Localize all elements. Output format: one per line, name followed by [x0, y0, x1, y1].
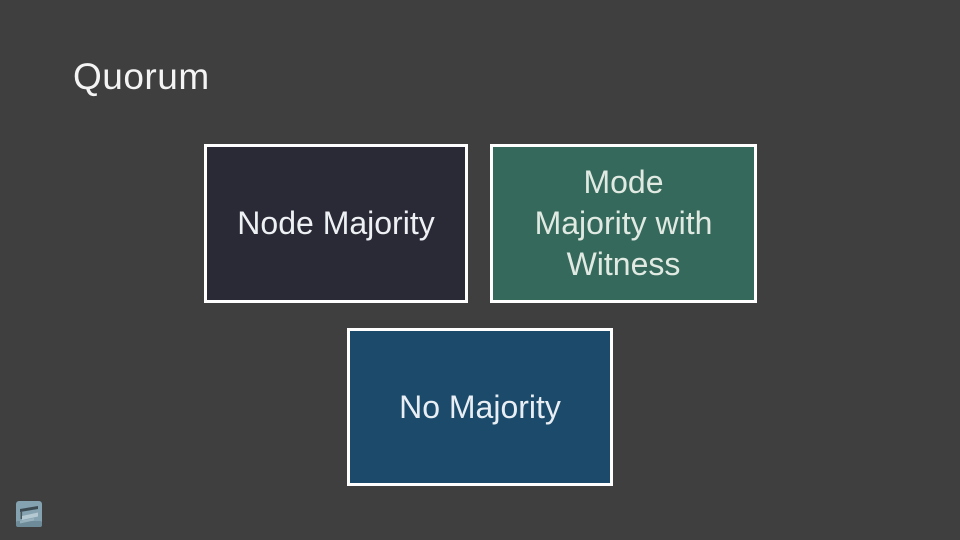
box-mode-majority-with-witness: Mode Majority with Witness — [490, 144, 757, 303]
box-no-majority-label: No Majority — [399, 388, 561, 425]
box-label-line-1: Mode — [583, 164, 664, 201]
box-node-majority: Node Majority — [204, 144, 468, 303]
box-mode-majority-with-witness-label: Mode Majority with Witness — [535, 162, 713, 285]
box-label-line-3: Witness — [566, 245, 681, 282]
box-node-majority-label: Node Majority — [237, 205, 435, 242]
box-no-majority: No Majority — [347, 328, 613, 486]
logo-svg — [16, 501, 42, 527]
slide-title: Quorum — [73, 56, 210, 97]
presentation-template-logo-icon — [16, 501, 42, 527]
box-label-line-2: Majority with — [534, 205, 713, 242]
